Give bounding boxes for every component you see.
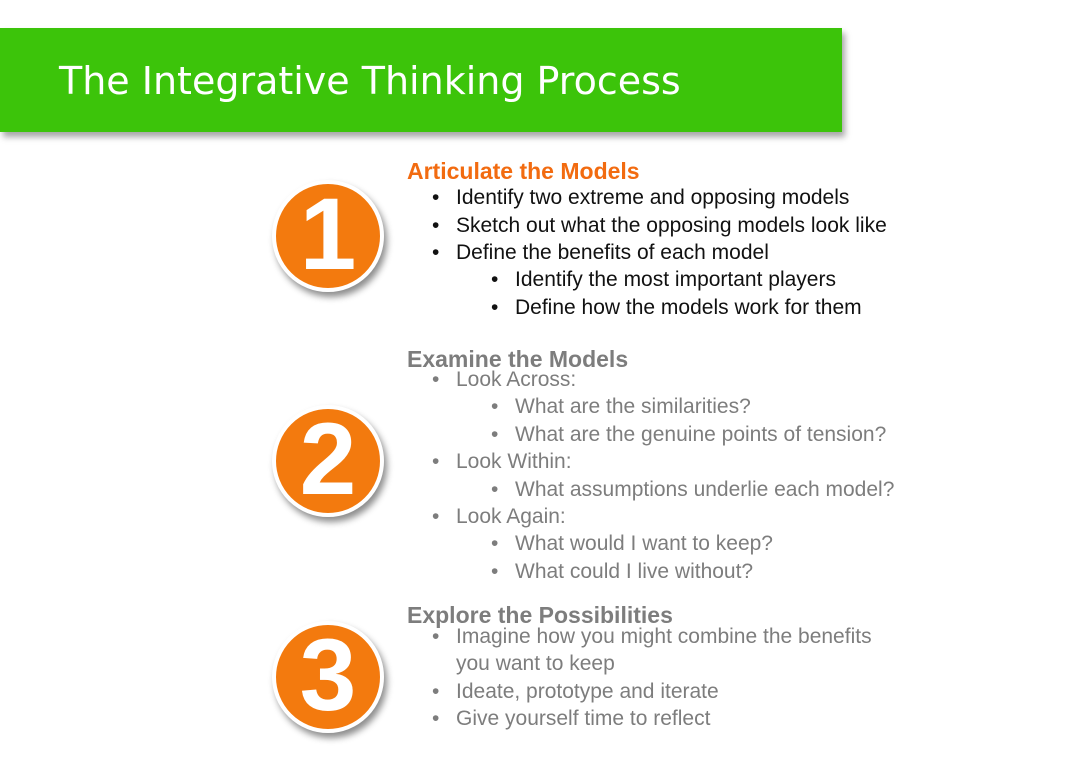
bullet-icon: • [432, 450, 440, 473]
list-item-text: What assumptions underlie each model? [515, 478, 895, 501]
list-item-text: Imagine how you might combine the benefi… [456, 625, 872, 648]
list-item-text: Define the benefits of each model [456, 241, 769, 264]
bullet-icon: • [432, 214, 440, 237]
list-item-text: Identify the most important players [515, 268, 836, 291]
list-item-text: Identify two extreme and opposing models [456, 186, 850, 209]
bullet-icon: • [491, 296, 499, 319]
bullet-icon: • [432, 680, 440, 703]
list-item-text: Ideate, prototype and iterate [456, 680, 719, 703]
title-bar [0, 28, 842, 132]
list-item-text: Give yourself time to reflect [456, 707, 711, 730]
list-item-text: Define how the models work for them [515, 296, 862, 319]
step-3-number-circle: 3 [272, 621, 384, 733]
bullet-icon: • [491, 560, 499, 583]
step-2-number-circle: 2 [272, 405, 384, 517]
list-item-text: you want to keep [456, 652, 615, 675]
step-2-heading: Examine the Models [407, 346, 629, 372]
step-1-number-circle: 1 [272, 180, 384, 292]
bullet-icon: • [432, 186, 440, 209]
bullet-icon: • [491, 478, 499, 501]
step-3-heading: Explore the Possibilities [407, 602, 673, 628]
list-item-text: Look Across: [456, 368, 577, 391]
step-3-number: 3 [299, 617, 357, 732]
bullet-icon: • [432, 368, 440, 391]
list-item-text: What are the similarities? [515, 395, 751, 418]
step-2-number: 2 [299, 401, 357, 516]
bullet-icon: • [491, 423, 499, 446]
bullet-icon: • [491, 395, 499, 418]
list-item-text: Look Within: [456, 450, 572, 473]
bullet-icon: • [432, 505, 440, 528]
slide-title: The Integrative Thinking Process [59, 59, 681, 103]
list-item-text: What are the genuine points of tension? [515, 423, 887, 446]
bullet-icon: • [432, 707, 440, 730]
bullet-icon: • [491, 268, 499, 291]
step-1-heading: Articulate the Models [407, 158, 640, 184]
step-1-number: 1 [299, 176, 357, 291]
list-item-text: Sketch out what the opposing models look… [456, 214, 887, 237]
list-item-text: Look Again: [456, 505, 566, 528]
list-item-text: What would I want to keep? [515, 532, 773, 555]
bullet-icon: • [432, 241, 440, 264]
list-item-text: What could I live without? [515, 560, 754, 583]
bullet-icon: • [491, 532, 499, 555]
bullet-icon: • [432, 625, 440, 648]
